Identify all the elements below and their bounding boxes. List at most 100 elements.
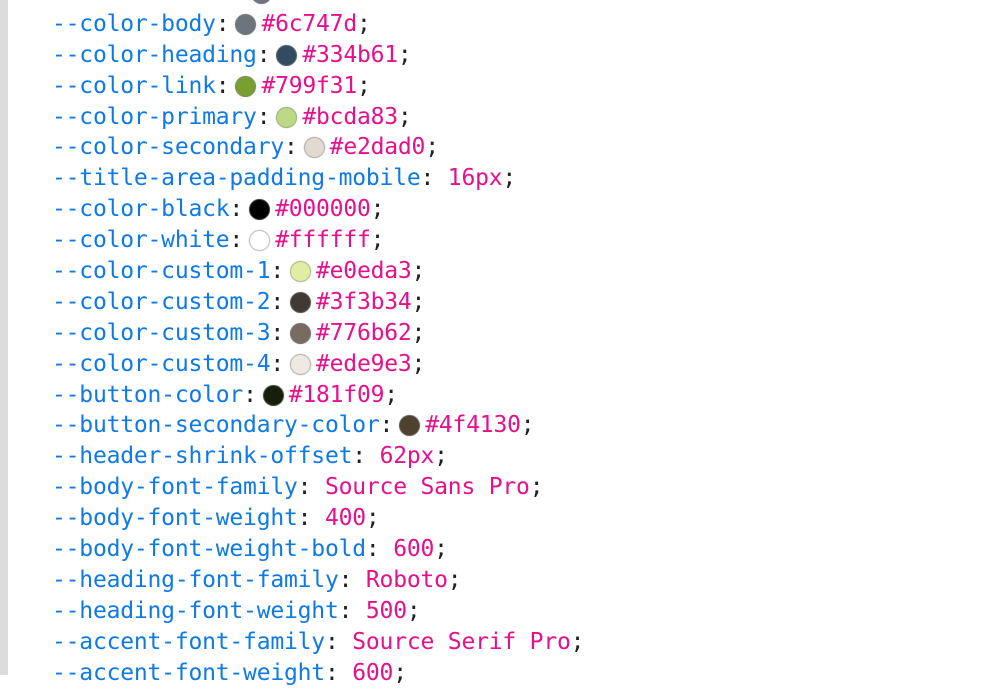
color-swatch-icon[interactable] [249, 199, 271, 221]
color-swatch-icon[interactable] [251, 0, 272, 4]
css-property-name[interactable]: --button-color [52, 381, 244, 408]
color-swatch-icon[interactable] [276, 106, 298, 128]
css-property-value[interactable]: #334b61 [302, 41, 398, 68]
color-swatch-icon[interactable] [303, 137, 325, 159]
declaration-row[interactable]: --color-white:#ffffff; [8, 225, 1006, 256]
css-property-value[interactable]: Source Sans Pro [324, 474, 530, 501]
declaration-row[interactable]: --header-shrink-offset: 62px; [8, 441, 1006, 472]
css-property-name[interactable]: --color-body [52, 10, 216, 37]
declaration-row[interactable]: --accent-font-family: Source Serif Pro; [8, 627, 1006, 658]
declaration-row[interactable]: --heading-font-weight: 500; [8, 596, 1006, 627]
css-property-value[interactable]: #000000 [275, 196, 371, 223]
value-spacer [366, 443, 380, 469]
declaration-row-clipped[interactable] [8, 0, 1006, 9]
colon-separator: : [324, 659, 339, 686]
css-property-name[interactable]: --body-font-family [52, 474, 298, 501]
semicolon-separator: ; [425, 134, 439, 161]
css-property-value[interactable]: 600 [352, 659, 394, 686]
css-property-value[interactable]: #e0eda3 [316, 258, 412, 285]
css-property-name[interactable]: --color-link [52, 72, 216, 99]
css-property-name[interactable]: --color-primary [52, 103, 257, 130]
color-swatch-icon[interactable] [276, 44, 298, 66]
semicolon-separator: ; [397, 41, 412, 68]
css-declaration-list[interactable]: --color-body:#6c747d;--color-heading:#33… [8, 0, 1006, 688]
declaration-row[interactable]: --button-secondary-color:#4f4130; [8, 410, 1006, 441]
css-property-name[interactable]: --color-custom-3 [52, 319, 271, 346]
declaration-row[interactable]: --color-custom-2:#3f3b34; [8, 287, 1006, 318]
color-swatch-icon[interactable] [249, 230, 271, 252]
css-property-value[interactable]: #ede9e3 [316, 350, 412, 377]
color-swatch-icon[interactable] [262, 384, 284, 406]
declaration-row[interactable]: --color-custom-3:#776b62; [8, 318, 1006, 349]
css-property-value[interactable]: #6c747d [261, 10, 357, 37]
css-property-value[interactable]: #3f3b34 [316, 288, 412, 315]
css-property-value[interactable]: #181f09 [288, 381, 385, 408]
colon-separator: : [297, 474, 312, 501]
css-property-name[interactable]: --heading-font-family [52, 566, 339, 593]
colon-separator: : [215, 72, 230, 99]
declaration-row[interactable]: --title-area-padding-mobile: 16px; [8, 163, 1006, 194]
css-property-value[interactable]: #799f31 [261, 72, 357, 99]
semicolon-separator: ; [397, 103, 412, 130]
css-property-value[interactable]: #776b62 [316, 319, 412, 346]
semicolon-separator: ; [529, 474, 544, 501]
css-property-value[interactable]: 400 [324, 505, 366, 532]
colon-separator: : [338, 597, 353, 624]
declaration-row[interactable]: --color-primary: #bcda83; [8, 102, 1006, 133]
declaration-row[interactable]: --color-custom-1: #e0eda3; [8, 256, 1006, 287]
css-property-name[interactable]: --header-shrink-offset [52, 443, 353, 470]
css-property-name[interactable]: --body-font-weight [52, 505, 298, 532]
css-property-value[interactable]: 16px [447, 165, 503, 192]
css-property-name[interactable]: --color-secondary [52, 134, 285, 161]
value-spacer [339, 629, 353, 655]
color-swatch-icon[interactable] [290, 353, 312, 375]
declaration-row[interactable]: --heading-font-family: Roboto; [8, 565, 1006, 596]
declaration-row[interactable]: --color-link:#799f31; [8, 71, 1006, 102]
css-property-name[interactable]: --color-white [52, 227, 230, 254]
semicolon-separator: ; [370, 196, 385, 223]
colon-separator: : [256, 103, 271, 130]
color-swatch-icon[interactable] [235, 75, 257, 97]
css-property-value[interactable]: #e2dad0 [329, 134, 426, 161]
editor-gutter [0, 0, 8, 675]
semicolon-separator: ; [411, 258, 426, 285]
colon-separator: : [270, 258, 285, 285]
css-property-name[interactable]: --accent-font-family [52, 628, 325, 655]
css-property-value[interactable]: 600 [393, 536, 435, 563]
declaration-row[interactable]: --button-color:#181f09; [8, 380, 1006, 411]
colon-separator: : [270, 350, 285, 377]
css-property-value[interactable]: #4f4130 [425, 412, 521, 439]
color-swatch-icon[interactable] [290, 261, 312, 283]
color-swatch-icon[interactable] [290, 322, 312, 344]
css-property-value[interactable]: #bcda83 [302, 103, 398, 130]
css-property-name[interactable]: --heading-font-weight [52, 597, 339, 624]
declaration-row[interactable]: --color-secondary:#e2dad0; [8, 132, 1006, 163]
css-property-name[interactable]: --button-secondary-color [52, 412, 380, 439]
declaration-row[interactable]: --body-font-weight: 400; [8, 503, 1006, 534]
css-property-value[interactable]: Roboto [365, 566, 448, 593]
css-property-value[interactable]: 62px [379, 443, 435, 470]
declaration-row[interactable]: --body-font-weight-bold: 600; [8, 534, 1006, 565]
css-property-name[interactable]: --color-custom-2 [52, 288, 271, 315]
colon-separator: : [324, 628, 339, 655]
css-property-name[interactable]: --accent-font-weight [52, 659, 325, 686]
css-property-name[interactable]: --title-area-padding-mobile [52, 165, 421, 192]
css-property-name[interactable]: --color-heading [52, 41, 257, 68]
declaration-row[interactable]: --body-font-family: Source Sans Pro; [8, 472, 1006, 503]
color-swatch-icon[interactable] [235, 13, 257, 35]
css-property-value[interactable]: 500 [365, 597, 407, 624]
declaration-row[interactable]: --color-heading:#334b61; [8, 40, 1006, 71]
css-property-name[interactable]: --body-font-weight-bold [52, 536, 366, 563]
semicolon-separator: ; [434, 443, 448, 470]
css-property-value[interactable]: #ffffff [275, 227, 371, 254]
color-swatch-icon[interactable] [290, 291, 312, 313]
color-swatch-icon[interactable] [399, 415, 421, 437]
css-property-name[interactable]: --color-black [52, 196, 230, 223]
declaration-row[interactable]: --color-black:#000000; [8, 194, 1006, 225]
css-property-name[interactable]: --color-custom-1 [52, 258, 271, 285]
declaration-row[interactable]: --color-body:#6c747d; [8, 9, 1006, 40]
declaration-row[interactable]: --accent-font-weight: 600; [8, 658, 1006, 689]
css-property-value[interactable]: Source Serif Pro [352, 628, 571, 655]
declaration-row[interactable]: --color-custom-4:#ede9e3; [8, 349, 1006, 380]
css-property-name[interactable]: --color-custom-4 [52, 350, 271, 377]
